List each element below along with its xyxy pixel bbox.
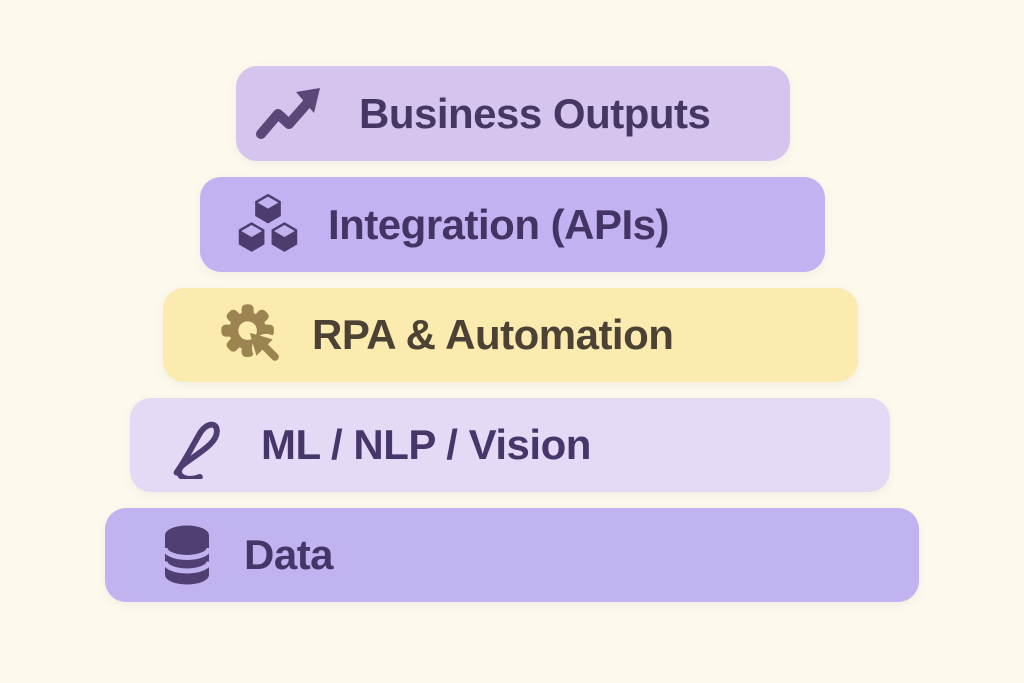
function-curve-icon bbox=[168, 411, 236, 479]
layer-integration-apis: Integration (APIs) bbox=[200, 177, 825, 272]
layer-label: RPA & Automation bbox=[312, 311, 674, 358]
layer-rpa-automation: RPA & Automation bbox=[163, 288, 858, 382]
layer-label: ML / NLP / Vision bbox=[261, 421, 591, 468]
layer-business-outputs: Business Outputs bbox=[236, 66, 790, 161]
cubes-icon bbox=[233, 190, 303, 260]
layer-label: Data bbox=[244, 531, 334, 578]
gear-cursor-icon bbox=[217, 300, 287, 370]
layer-label: Business Outputs bbox=[359, 89, 711, 137]
layer-ml-nlp-vision: ML / NLP / Vision bbox=[130, 398, 890, 492]
layer-label: Integration (APIs) bbox=[328, 200, 670, 248]
database-icon bbox=[155, 522, 219, 588]
layer-data: Data bbox=[105, 508, 919, 602]
trending-up-icon bbox=[254, 83, 334, 145]
